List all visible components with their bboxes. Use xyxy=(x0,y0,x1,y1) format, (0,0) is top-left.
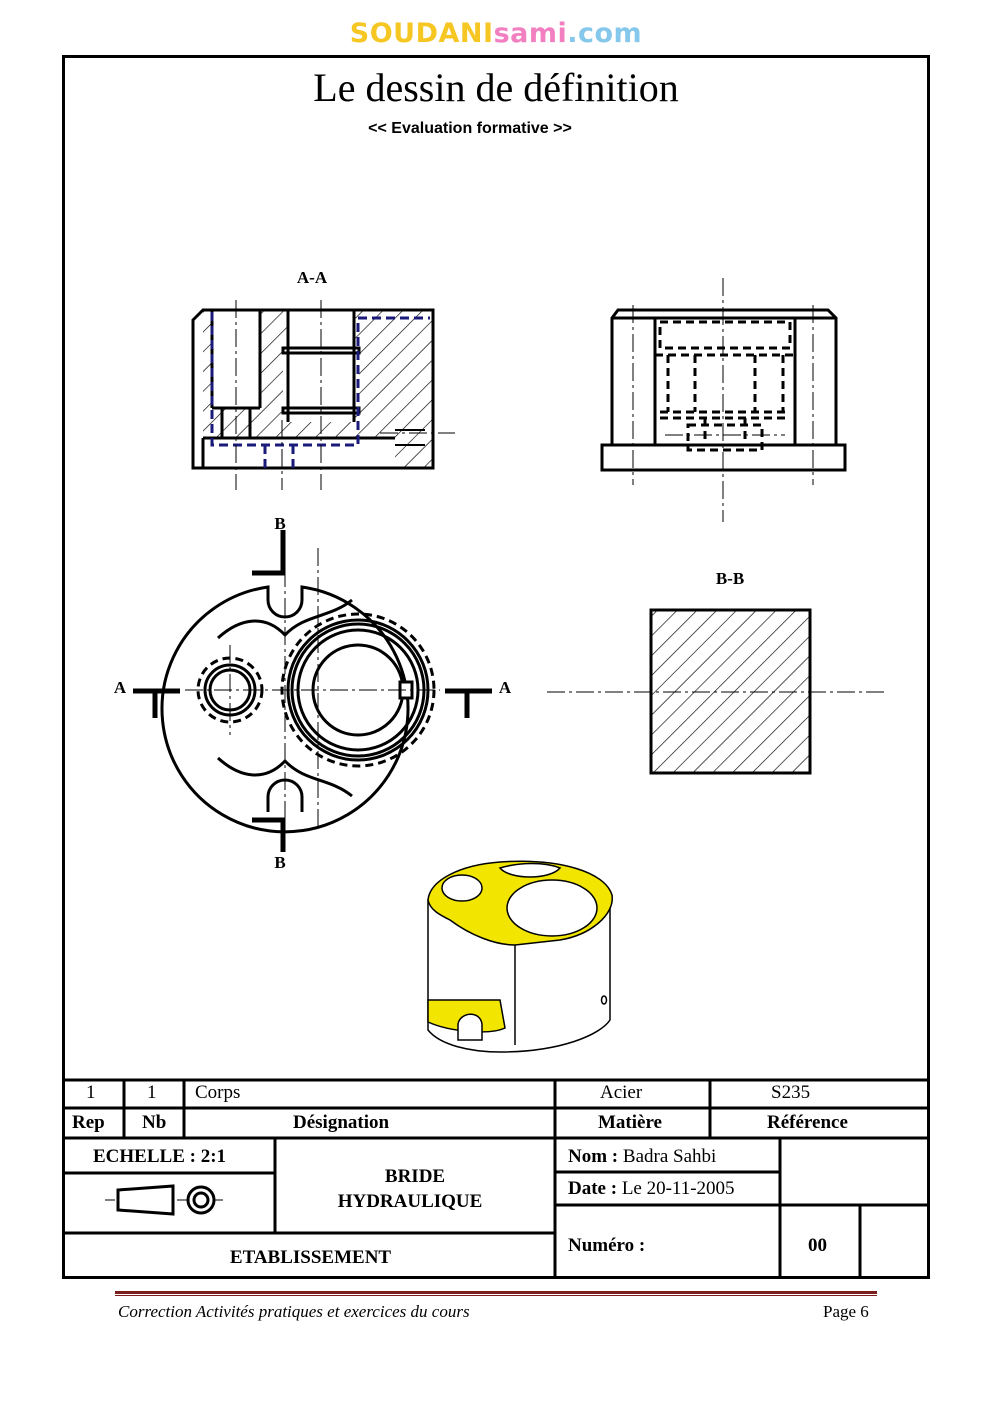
site-logo: SOUDANIsami.com xyxy=(349,18,643,49)
nomenclature-reference: S235 xyxy=(771,1082,811,1103)
title-block-lines xyxy=(62,1078,930,1279)
header-rep: Rep xyxy=(72,1112,105,1133)
date-value: Le 20-11-2005 xyxy=(621,1178,735,1199)
footer-text: Correction Activités pratiques et exerci… xyxy=(118,1302,470,1321)
top-view-axes xyxy=(185,540,440,850)
footer-rule xyxy=(115,1291,877,1296)
page-title: Le dessin de définition xyxy=(313,65,679,110)
drawing-frame xyxy=(62,55,930,1279)
section-aa-label: A-A xyxy=(297,268,328,287)
projection-symbol xyxy=(105,1184,225,1216)
side-view-hidden xyxy=(655,320,795,452)
header-designation: Désignation xyxy=(293,1112,390,1133)
section-aa-hidden xyxy=(210,312,430,468)
cutting-label-a-right: A xyxy=(499,678,512,697)
drawing-title-line1: BRIDE xyxy=(384,1166,446,1187)
name-label: Nom : xyxy=(568,1146,619,1167)
side-view-axes xyxy=(632,278,814,522)
top-view xyxy=(160,585,430,834)
section-aa-axes xyxy=(235,300,455,490)
cutting-label-b-bottom: B xyxy=(274,853,285,872)
name-value: Badra Sahbi xyxy=(622,1146,717,1167)
nomenclature-matiere: Acier xyxy=(600,1082,643,1103)
side-view xyxy=(600,308,847,472)
header-matiere: Matière xyxy=(598,1112,662,1133)
cutting-label-a-left: A xyxy=(114,678,127,697)
drawing-title-line2: HYDRAULIQUE xyxy=(337,1191,483,1212)
nomenclature-rep: 1 xyxy=(86,1082,96,1103)
section-bb-label: B-B xyxy=(716,569,744,588)
nomenclature-designation: Corps xyxy=(195,1082,241,1103)
isometric-view xyxy=(427,860,613,1053)
header-reference: Référence xyxy=(767,1112,848,1133)
page-number: Page 6 xyxy=(823,1302,869,1321)
school-label: ETABLISSEMENT xyxy=(229,1247,392,1268)
header-nb: Nb xyxy=(142,1112,167,1133)
number-label: Numéro : xyxy=(568,1235,646,1256)
nomenclature-nb: 1 xyxy=(147,1082,157,1103)
scale-label: ECHELLE : 2:1 xyxy=(93,1146,227,1167)
cutting-label-b-top: B xyxy=(274,514,285,533)
cutting-plane-symbols xyxy=(133,530,492,852)
page-subtitle: << Evaluation formative >> xyxy=(368,120,572,137)
section-aa-view xyxy=(191,308,435,470)
number-value: 00 xyxy=(808,1235,827,1256)
date-label: Date : xyxy=(568,1178,618,1199)
